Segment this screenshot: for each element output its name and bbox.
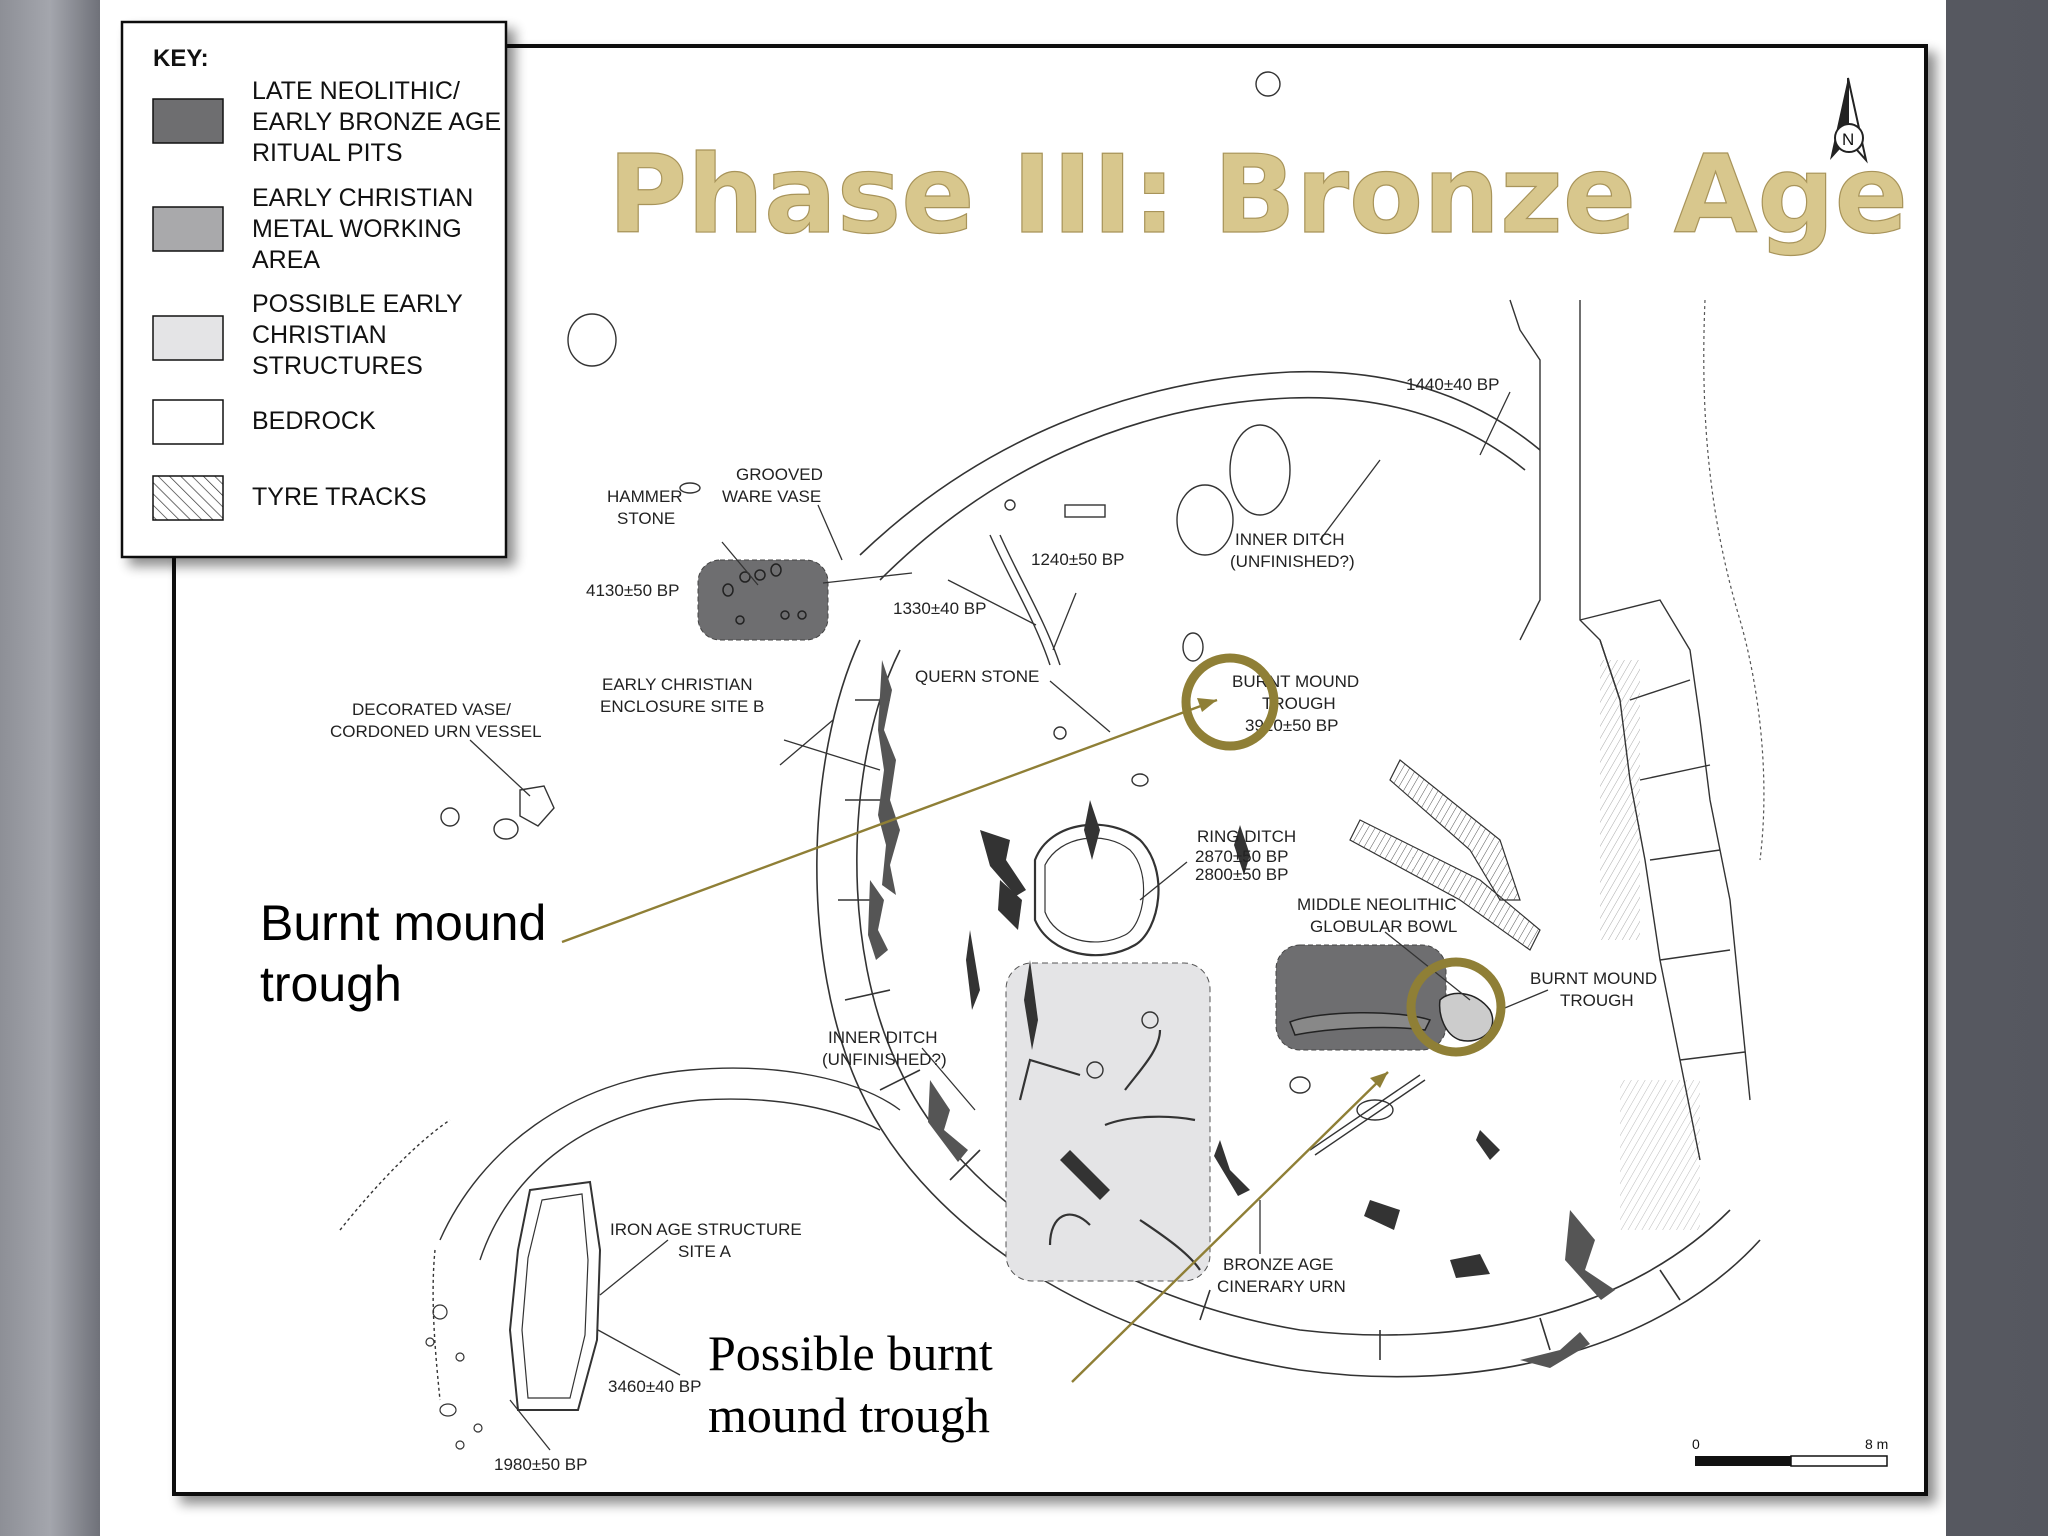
label-decorated-vase-2: CORDONED URN VESSEL xyxy=(330,722,542,741)
leader-lines xyxy=(469,391,1549,1451)
key-item-1-line-1: LATE NEOLITHIC/ xyxy=(252,77,460,105)
linear-features xyxy=(989,534,1426,1156)
scale-start: 0 xyxy=(1692,1436,1700,1452)
pits-nw xyxy=(722,563,807,625)
north-arrow-icon: N xyxy=(1830,77,1868,164)
label-early-christian-b-2: ENCLOSURE SITE B xyxy=(600,697,764,716)
key-swatch-tyre-tracks xyxy=(152,475,224,521)
label-grooved-ware-2: WARE VASE xyxy=(722,487,821,506)
key-swatch-ritual-pits xyxy=(152,98,224,144)
label-iron-age-2: SITE A xyxy=(678,1242,732,1261)
label-date-1240: 1240±50 BP xyxy=(1031,550,1124,569)
map-key xyxy=(120,20,508,559)
iron-age-structure xyxy=(508,1180,602,1411)
key-swatch-bedrock xyxy=(152,399,224,445)
tyre-tracks xyxy=(1349,759,1541,951)
key-item-3-line-2: CHRISTIAN xyxy=(252,321,387,349)
label-decorated-vase-1: DECORATED VASE/ xyxy=(352,700,511,719)
label-burnt-mound-n-2: TROUGH xyxy=(1262,694,1336,713)
key-swatch-metal-working xyxy=(152,206,224,252)
key-item-2-line-3: AREA xyxy=(252,246,320,274)
highlight-annotations xyxy=(561,653,1506,1383)
site-a-pits xyxy=(425,1304,483,1450)
annot-possible-2: mound trough xyxy=(708,1387,990,1443)
label-iron-age-1: IRON AGE STRUCTURE xyxy=(610,1220,802,1239)
label-early-christian-b-1: EARLY CHRISTIAN xyxy=(602,675,753,694)
label-inner-ditch-sw-2: (UNFINISHED?) xyxy=(822,1050,947,1069)
svg-text:WARE VASE: WARE VASE xyxy=(722,487,821,506)
highlight-circle-north xyxy=(1181,653,1279,751)
ritual-pit-area-nw xyxy=(697,559,829,641)
label-inner-ditch-ne-1: INNER DITCH xyxy=(1235,530,1345,549)
site-plan: Phase III: Bronze Age N xyxy=(120,20,1928,1496)
scattered-features xyxy=(966,800,1500,1278)
label-burnt-mound-n-1: BURNT MOUND xyxy=(1232,672,1359,691)
key-heading: KEY: xyxy=(153,45,209,72)
label-hammer-stone-2: STONE xyxy=(617,509,675,528)
key-item-4-line-1: BEDROCK xyxy=(252,407,376,435)
map-labels: GROOVED WARE VASE HAMMER STONE 4130±50 B… xyxy=(330,375,1657,1474)
highlight-circle-east xyxy=(1406,957,1506,1057)
key-item-2-line-2: METAL WORKING xyxy=(252,215,462,243)
label-burnt-mound-e-2: TROUGH xyxy=(1560,991,1634,1010)
svg-text:GROOVED: GROOVED xyxy=(736,465,823,484)
key-swatch-early-christian xyxy=(152,315,224,361)
svg-text:HAMMER: HAMMER xyxy=(607,487,683,506)
label-bronze-age-urn-2: CINERARY URN xyxy=(1217,1277,1346,1296)
label-date-3460: 3460±40 BP xyxy=(608,1377,701,1396)
slide: Phase III: Bronze Age N xyxy=(100,0,1946,1536)
map-key-content: KEY: LATE NEOLITHIC/ EARLY BRONZE AGE RI… xyxy=(152,45,501,521)
label-burnt-mound-e-1: BURNT MOUND xyxy=(1530,969,1657,988)
key-item-3-line-3: STRUCTURES xyxy=(252,352,423,380)
key-item-1-line-2: EARLY BRONZE AGE xyxy=(252,108,501,136)
label-middle-neolithic-1: MIDDLE NEOLITHIC xyxy=(1297,895,1457,914)
slide-title: Phase III: Bronze Age xyxy=(608,133,1908,258)
label-date-1440: 1440±40 BP xyxy=(1406,375,1499,394)
annot-burnt-mound-2: trough xyxy=(260,956,402,1012)
arrow-line-possible xyxy=(1071,1071,1389,1383)
scattered-outlines xyxy=(440,71,1394,1121)
label-middle-neolithic-2: GLOBULAR BOWL xyxy=(1310,917,1457,936)
label-inner-ditch-ne-2: (UNFINISHED?) xyxy=(1230,552,1355,571)
key-item-3-line-1: POSSIBLE EARLY xyxy=(252,290,463,318)
annot-possible-1: Possible burnt xyxy=(708,1325,993,1381)
scale-end: 8 m xyxy=(1865,1436,1888,1452)
arrow-line-burnt-mound xyxy=(561,698,1218,944)
label-grooved-ware-1: GROOVED xyxy=(736,465,823,484)
label-quern-stone: QUERN STONE xyxy=(915,667,1039,686)
label-bronze-age-urn-1: BRONZE AGE xyxy=(1223,1255,1334,1274)
early-christian-structure xyxy=(1005,962,1211,1282)
structure-gullies xyxy=(1018,1029,1201,1271)
west-arc xyxy=(339,1067,901,1401)
label-inner-ditch-sw-1: INNER DITCH xyxy=(828,1028,938,1047)
svg-text:STONE: STONE xyxy=(617,509,675,528)
ring-ditch xyxy=(1033,823,1160,957)
label-ring-ditch-2: 2870±50 BP xyxy=(1195,847,1288,866)
label-date-1330: 1330±40 BP xyxy=(893,599,986,618)
label-ring-ditch-3: 2800±50 BP xyxy=(1195,865,1288,884)
label-ring-ditch-1: RING DITCH xyxy=(1197,827,1296,846)
label-hammer-stone-1: HAMMER xyxy=(607,487,683,506)
label-date-4130: 4130±50 BP xyxy=(586,581,679,600)
label-date-1980: 1980±50 BP xyxy=(494,1455,587,1474)
scale-bar: 0 8 m xyxy=(1692,1436,1888,1467)
key-item-1-line-3: RITUAL PITS xyxy=(252,139,403,167)
key-item-2-line-1: EARLY CHRISTIAN xyxy=(252,184,473,212)
key-item-5-line-1: TYRE TRACKS xyxy=(252,483,427,511)
annot-burnt-mound-1: Burnt mound xyxy=(260,895,546,951)
north-label: N xyxy=(1842,130,1854,149)
